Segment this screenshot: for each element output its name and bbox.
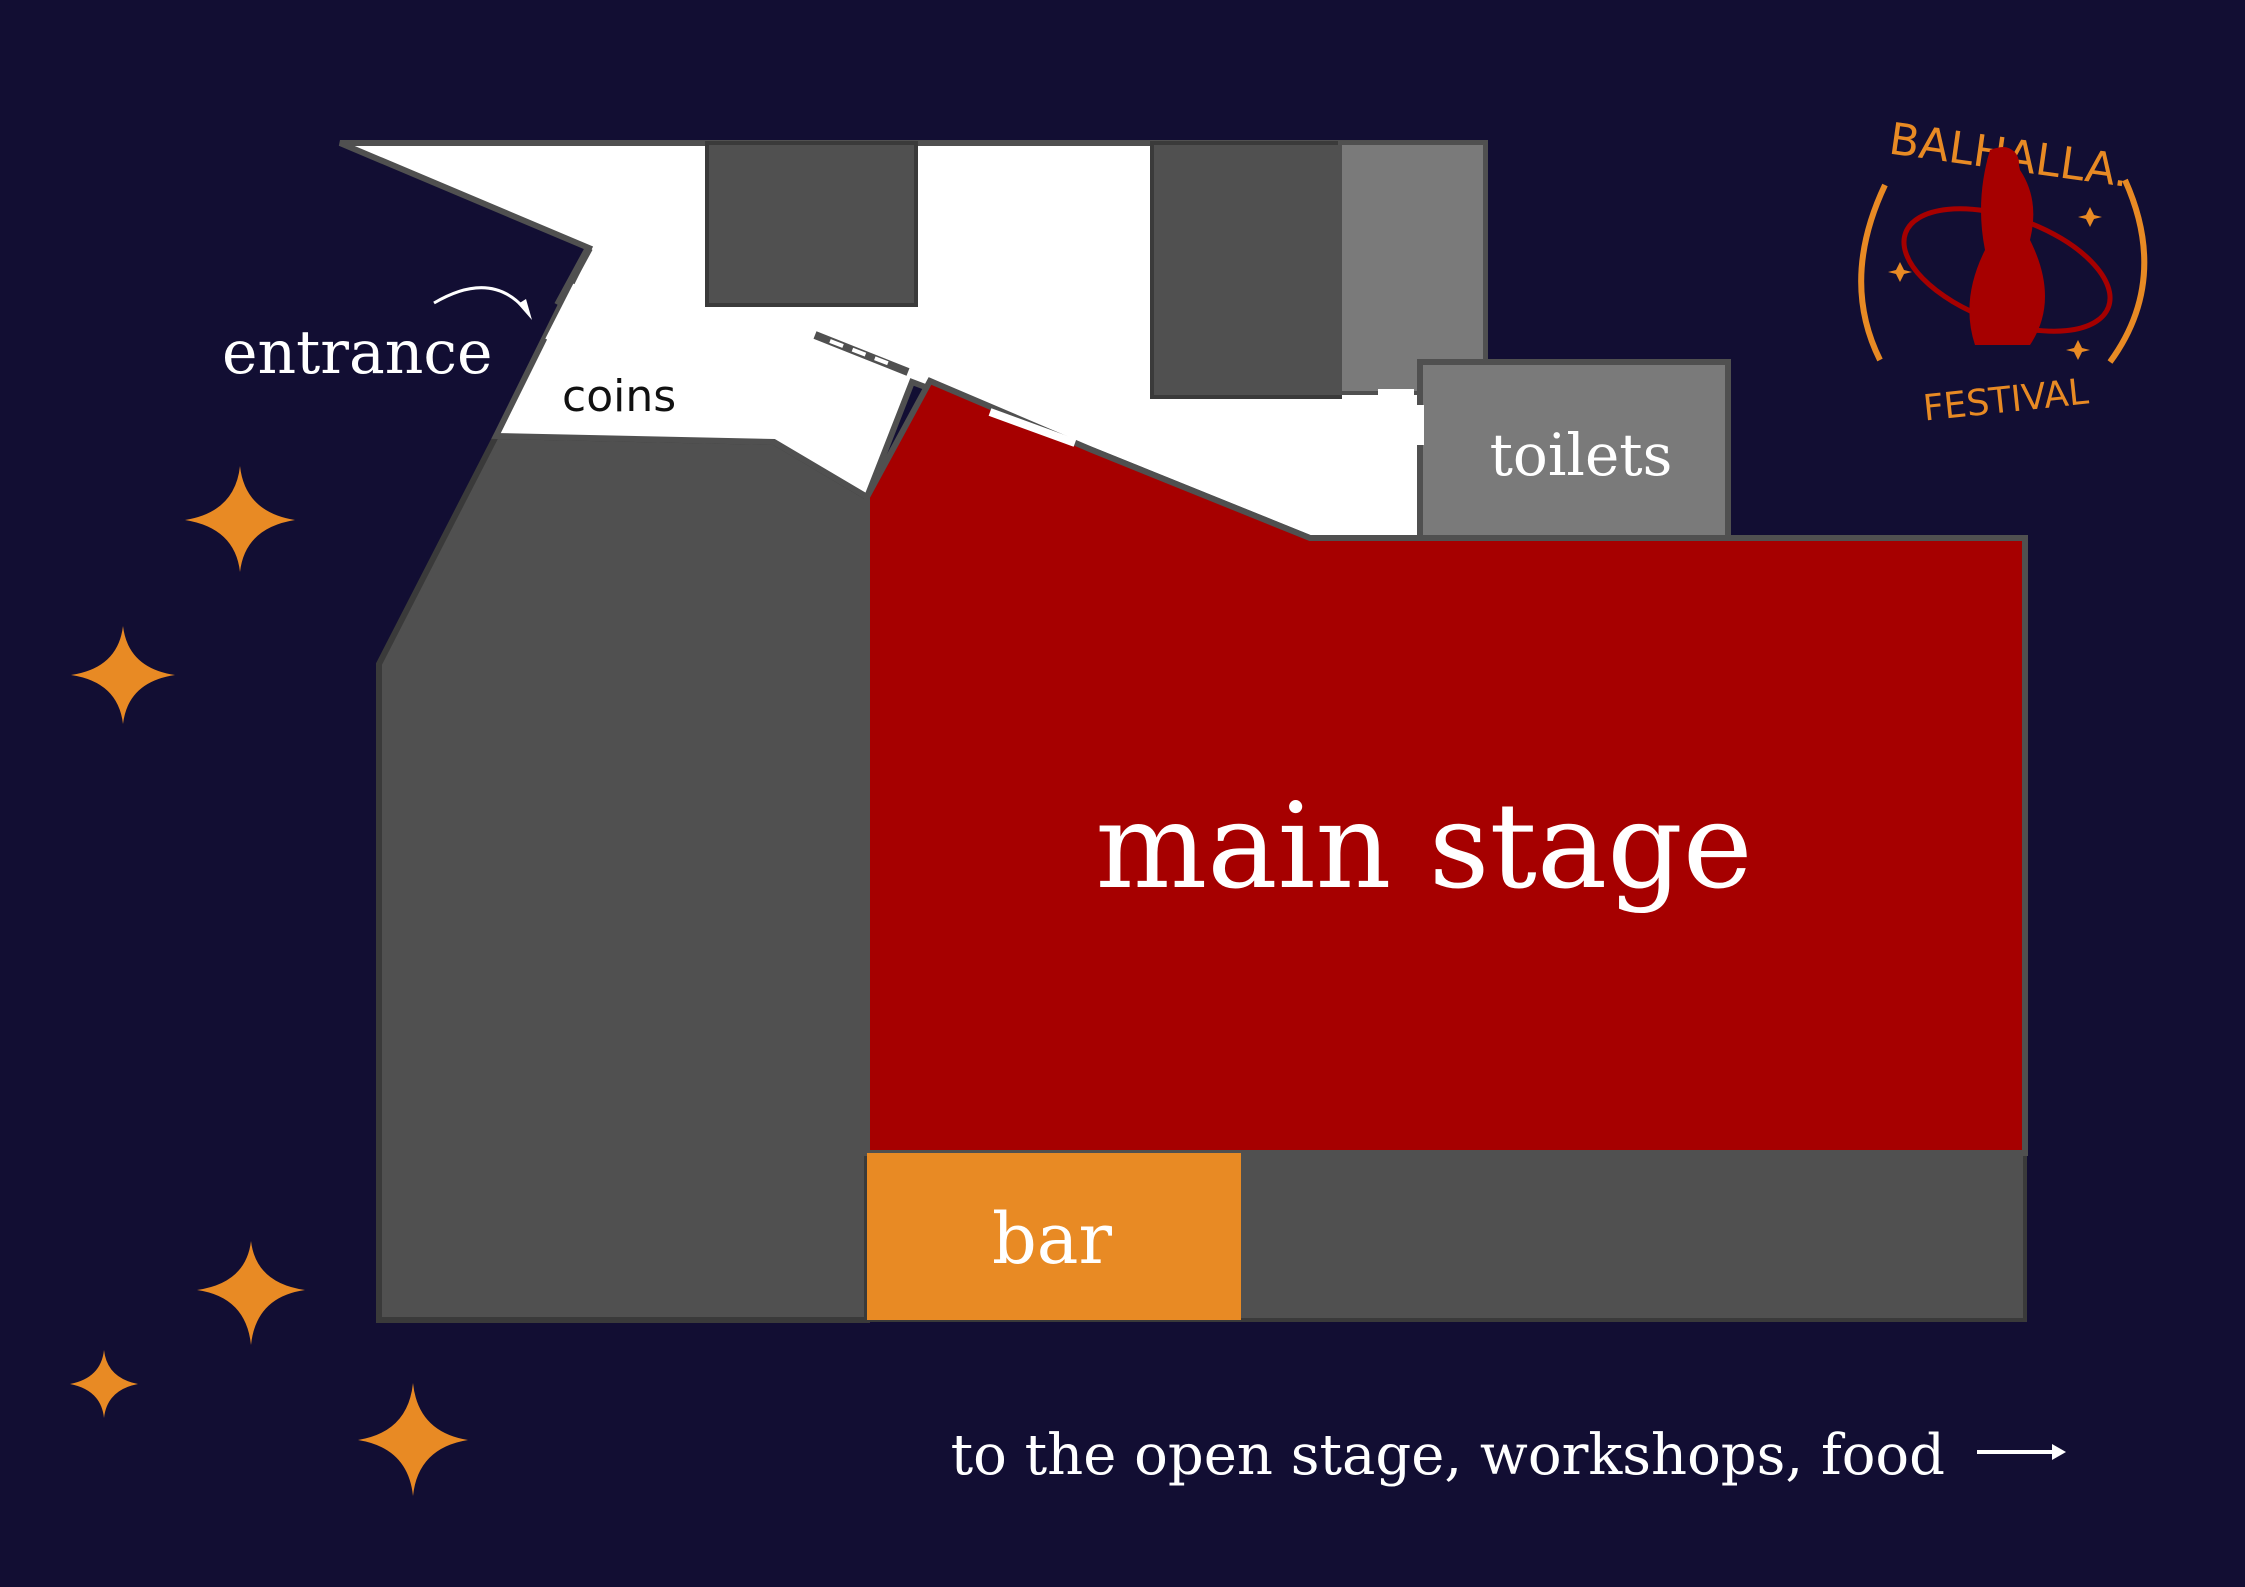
directions-label: to the open stage, workshops, food xyxy=(951,1423,1945,1488)
left-building-area xyxy=(376,432,870,1323)
bar-label: bar xyxy=(992,1198,1113,1280)
toilets-room xyxy=(1417,359,1731,541)
arrow-right-icon xyxy=(1977,1444,2066,1460)
main-stage-label: main stage xyxy=(1095,777,1752,915)
coins-label: coins xyxy=(562,371,676,422)
star-icon xyxy=(358,1383,468,1496)
star-icon xyxy=(197,1241,305,1345)
star-icon xyxy=(70,1350,138,1418)
bar-area xyxy=(867,1153,1241,1320)
upper-room-middle xyxy=(1150,141,1342,399)
curved-arrow-icon xyxy=(433,286,532,320)
door-markers xyxy=(545,246,1424,447)
stars-decoration xyxy=(70,466,468,1496)
star-icon xyxy=(71,626,175,724)
upper-room-right xyxy=(1338,141,1487,395)
toilets-label: toilets xyxy=(1490,421,1673,489)
entrance-label: entrance xyxy=(222,318,492,388)
star-icon xyxy=(185,466,295,572)
upper-room-left xyxy=(705,141,918,307)
